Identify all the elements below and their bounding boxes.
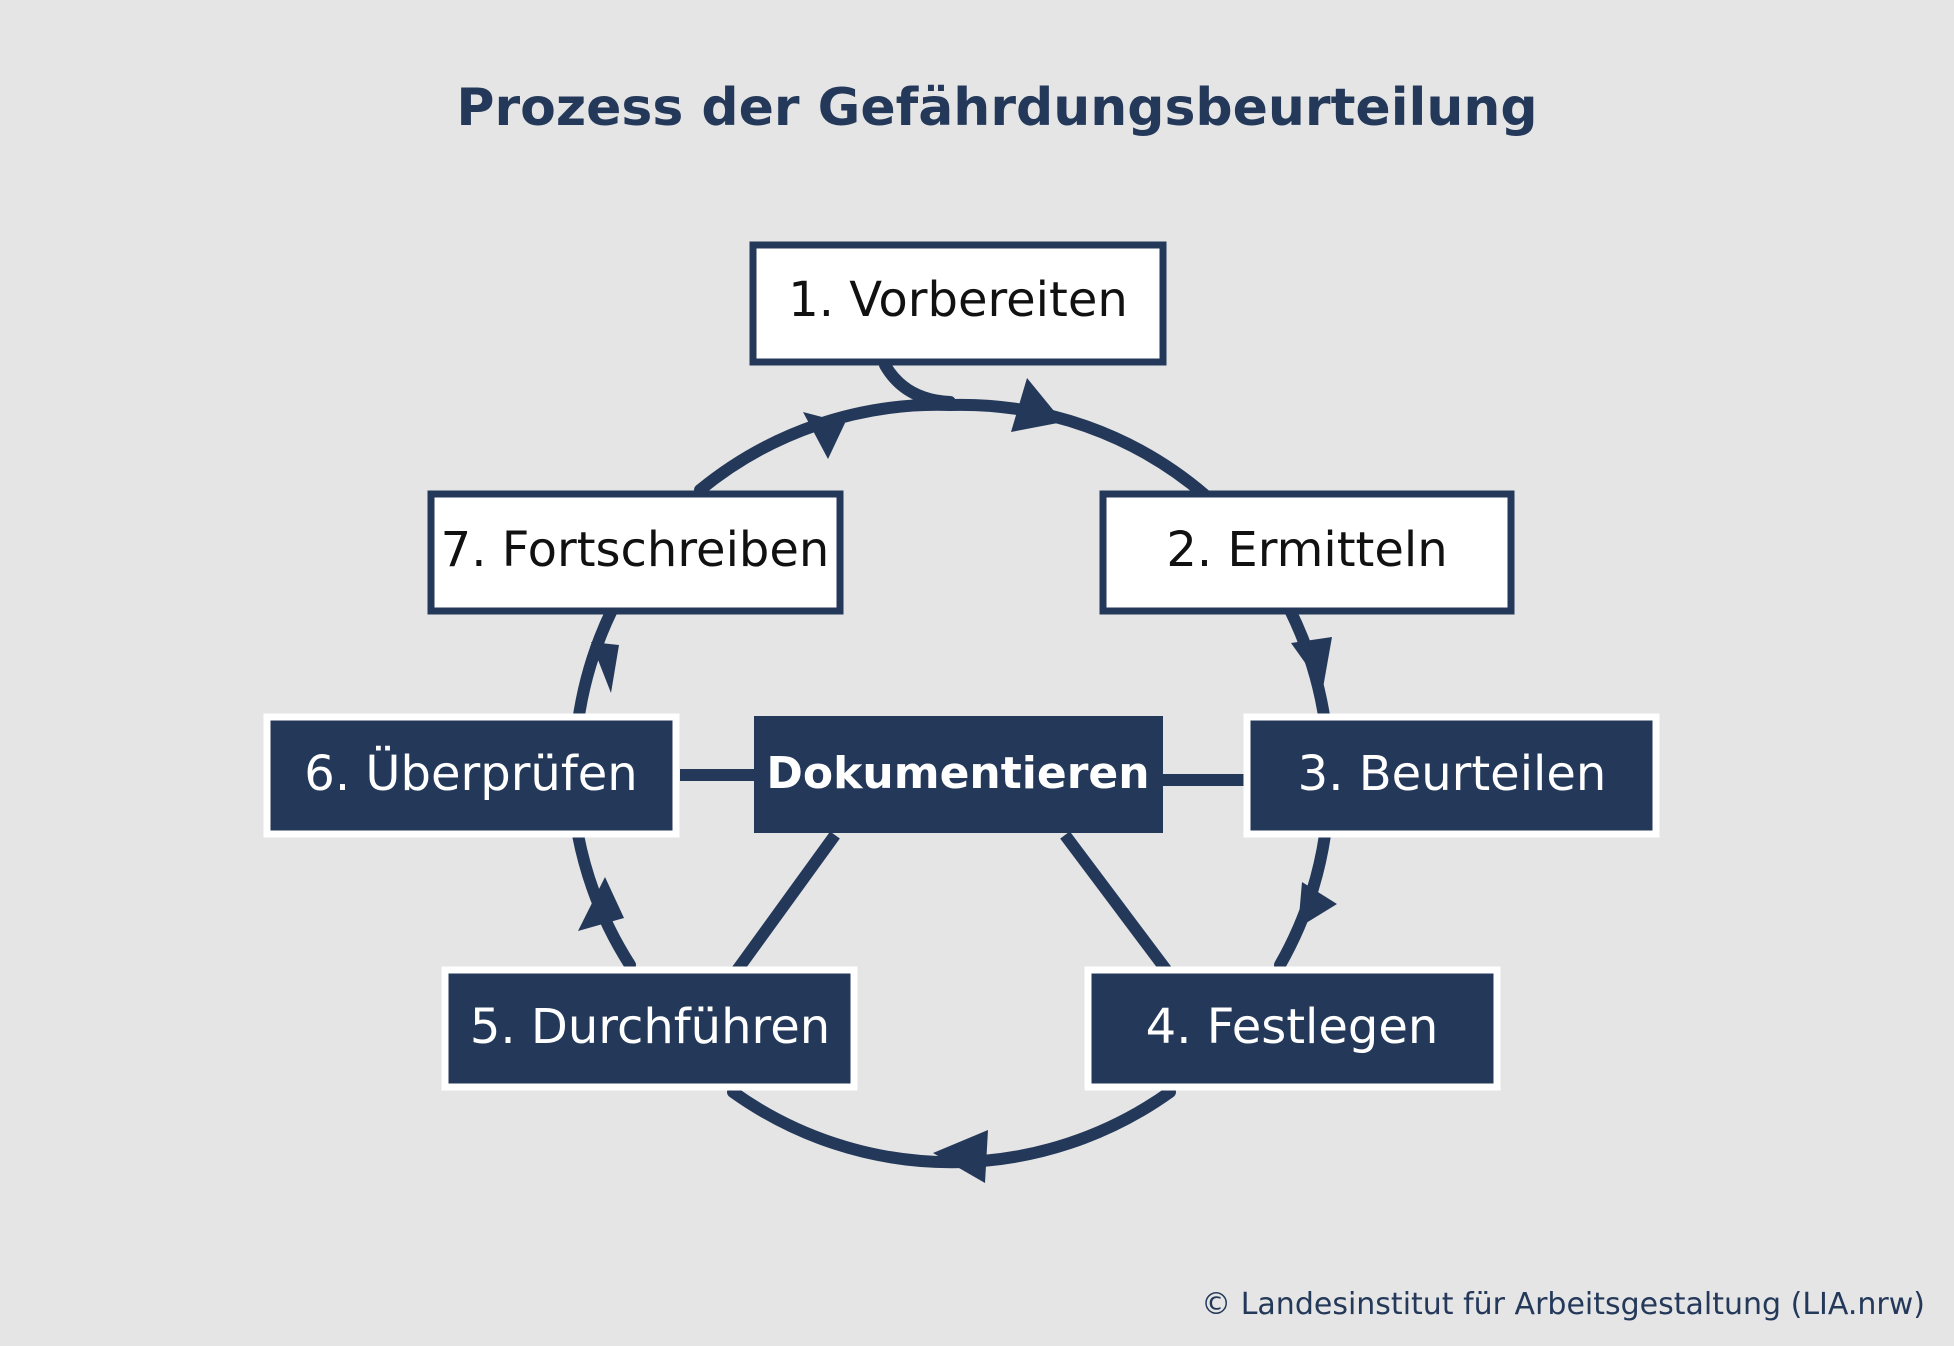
- step3-box: 3. Beurteilen: [1243, 713, 1660, 838]
- arrow-icon: [1011, 378, 1063, 432]
- step2-box: 2. Ermitteln: [1099, 490, 1515, 615]
- step5-box: 5. Durchführen: [441, 966, 858, 1091]
- step3-label: 3. Beurteilen: [1298, 746, 1607, 802]
- step7-box: 7. Fortschreiben: [427, 490, 844, 615]
- step5-label: 5. Durchführen: [470, 999, 830, 1055]
- step6-box: 6. Überprüfen: [263, 713, 680, 838]
- center-connectors: [680, 769, 1248, 984]
- step1-box-frame: [749, 241, 1167, 366]
- center-box: Dokumentieren: [754, 716, 1163, 833]
- arc-6-to-7: [572, 604, 618, 728]
- arrow-icon: [591, 642, 619, 693]
- cycle-arrows: [578, 378, 1337, 1183]
- center-box-frame: [754, 716, 1163, 833]
- arrow-icon: [578, 877, 624, 931]
- step1-label: 1. Vorbereiten: [788, 272, 1128, 328]
- step4-box-frame: [1084, 966, 1501, 1091]
- arrow-icon: [803, 412, 845, 459]
- connector-step1-hook: [879, 359, 956, 408]
- step4-box: 4. Festlegen: [1084, 966, 1501, 1091]
- copyright-notice: © Landesinstitut für Arbeitsgestaltung (…: [1201, 1287, 1925, 1322]
- step1-box: 1. Vorbereiten: [749, 241, 1167, 366]
- step5-box-frame: [441, 966, 858, 1091]
- arrow-icon: [1291, 637, 1332, 688]
- step7-box-frame: [427, 490, 844, 615]
- step2-box-frame: [1099, 490, 1515, 615]
- page-title: Prozess der Gefährdungsbeurteilung: [456, 78, 1538, 138]
- connector-center-step5: [725, 831, 840, 984]
- connector-center-step4: [1060, 831, 1175, 979]
- step4-label: 4. Festlegen: [1146, 999, 1439, 1055]
- step2-label: 2. Ermitteln: [1166, 522, 1447, 578]
- arc-1-to-2: [944, 398, 1211, 501]
- step6-label: 6. Überprüfen: [304, 746, 637, 802]
- center-label: Dokumentieren: [766, 748, 1149, 799]
- step7-label: 7. Fortschreiben: [441, 522, 830, 578]
- step3-box-frame: [1243, 713, 1660, 838]
- step6-box-frame: [263, 713, 680, 838]
- arrow-icon: [1298, 882, 1337, 928]
- arrow-icon: [933, 1130, 988, 1183]
